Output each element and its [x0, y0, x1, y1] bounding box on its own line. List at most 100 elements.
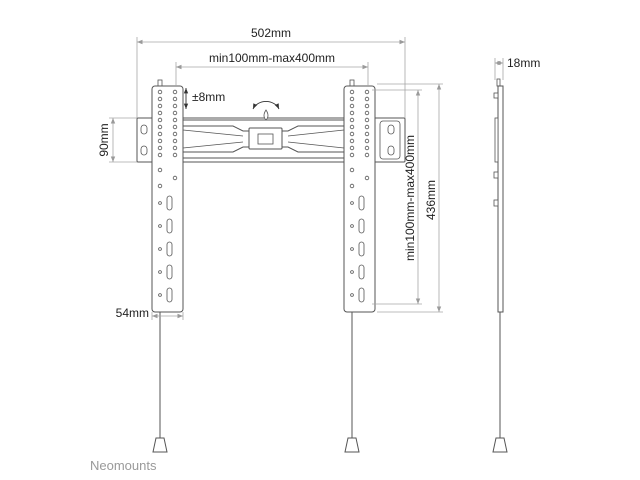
mounting-hole	[158, 247, 162, 251]
side-top-tab	[496, 78, 501, 87]
mounting-hole	[172, 96, 178, 102]
mounting-hole	[158, 224, 162, 228]
side-hook	[493, 92, 499, 99]
mounting-hole	[349, 138, 355, 144]
mounting-hole	[364, 110, 370, 116]
side-view: 18mm	[492, 56, 540, 453]
mounting-hole	[172, 145, 178, 151]
wall-plate-slot	[387, 124, 395, 135]
mounting-hole	[364, 96, 370, 102]
mounting-hole	[349, 117, 355, 123]
mounting-hole	[364, 89, 370, 95]
right-vertical-bar	[343, 79, 376, 313]
mounting-slot	[358, 218, 365, 234]
mounting-hole	[349, 167, 355, 173]
mounting-hole	[349, 103, 355, 109]
front-dimensions: 502mm min100mm-max400mm 90mm min100mm-ma…	[97, 26, 443, 320]
mounting-hole	[157, 89, 163, 95]
mounting-hole	[158, 270, 162, 274]
plumb-drop-icon	[263, 109, 269, 121]
mounting-hole	[349, 183, 355, 189]
mounting-hole	[157, 103, 163, 109]
level-adjust-label: ±8mm	[192, 90, 225, 104]
mounting-hole	[364, 131, 370, 137]
mounting-hole	[364, 175, 370, 181]
mounting-hole	[350, 224, 354, 228]
mounting-hole	[364, 117, 370, 123]
mounting-hole	[350, 247, 354, 251]
mounting-hole	[157, 124, 163, 130]
side-release-pull-tab	[492, 437, 508, 453]
side-hook	[493, 171, 499, 179]
mounting-slot	[358, 241, 365, 257]
mounting-hole	[172, 138, 178, 144]
wall-plate-slot	[140, 124, 148, 135]
mounting-hole	[364, 145, 370, 151]
brand-logo: Neomounts	[90, 458, 157, 473]
release-pull-tab-left	[152, 437, 168, 453]
mounting-slot	[166, 287, 173, 303]
mounting-hole	[349, 89, 355, 95]
wall-plate-slot	[387, 145, 395, 156]
side-bar-body	[497, 85, 504, 313]
mounting-slot	[166, 218, 173, 234]
mounting-hole	[350, 201, 354, 205]
mounting-hole	[364, 103, 370, 109]
mounting-hole	[364, 152, 370, 158]
wall-plate-height-label: 90mm	[97, 123, 111, 156]
mounting-hole	[172, 110, 178, 116]
vesa-vertical-label: min100mm-max400mm	[403, 135, 417, 261]
mounting-hole	[349, 110, 355, 116]
mounting-slot	[358, 264, 365, 280]
mounting-hole	[172, 175, 178, 181]
center-lock-latch	[257, 133, 274, 145]
wall-plate-end-bracket	[379, 120, 401, 160]
mounting-hole	[157, 183, 163, 189]
right-bar-holes	[349, 89, 370, 303]
mounting-hole	[349, 131, 355, 137]
mounting-hole	[349, 145, 355, 151]
mounting-hole	[172, 117, 178, 123]
mounting-hole	[157, 96, 163, 102]
mounting-slot	[358, 287, 365, 303]
mounting-slot	[166, 241, 173, 257]
mounting-hole	[350, 293, 354, 297]
left-bar-holes	[157, 89, 178, 303]
mounting-hole	[158, 201, 162, 205]
mounting-hole	[157, 117, 163, 123]
mounting-hole	[157, 167, 163, 173]
mounting-hole	[364, 124, 370, 130]
mounting-hole	[349, 124, 355, 130]
overall-width-label: 502mm	[251, 26, 291, 40]
bracket-width-label: 54mm	[116, 306, 149, 320]
side-wall-plate	[494, 117, 499, 163]
mounting-hole	[157, 131, 163, 137]
release-pull-tab-right	[344, 437, 360, 453]
mounting-hole	[157, 145, 163, 151]
mounting-hole	[157, 152, 163, 158]
mounting-slot	[166, 195, 173, 211]
mounting-slot	[358, 195, 365, 211]
mounting-hole	[349, 96, 355, 102]
rotation-arrow-icon	[252, 101, 280, 110]
vesa-horizontal-label: min100mm-max400mm	[209, 51, 335, 65]
mounting-hole	[350, 270, 354, 274]
mounting-hole	[172, 103, 178, 109]
mounting-hole	[172, 124, 178, 130]
front-view: ±8mm	[136, 79, 406, 453]
wall-plate-slot	[140, 145, 148, 156]
mounting-hole	[158, 293, 162, 297]
side-hook	[493, 199, 499, 207]
cross-strut	[287, 129, 345, 137]
cross-strut	[287, 141, 345, 149]
bracket-height-label: 436mm	[424, 180, 438, 220]
lower-cross-bar	[182, 146, 345, 159]
mounting-slot	[166, 264, 173, 280]
mounting-hole	[157, 110, 163, 116]
mounting-hole	[364, 138, 370, 144]
mounting-hole	[349, 152, 355, 158]
cross-strut	[182, 129, 244, 137]
mounting-hole	[157, 138, 163, 144]
mounting-hole	[172, 89, 178, 95]
